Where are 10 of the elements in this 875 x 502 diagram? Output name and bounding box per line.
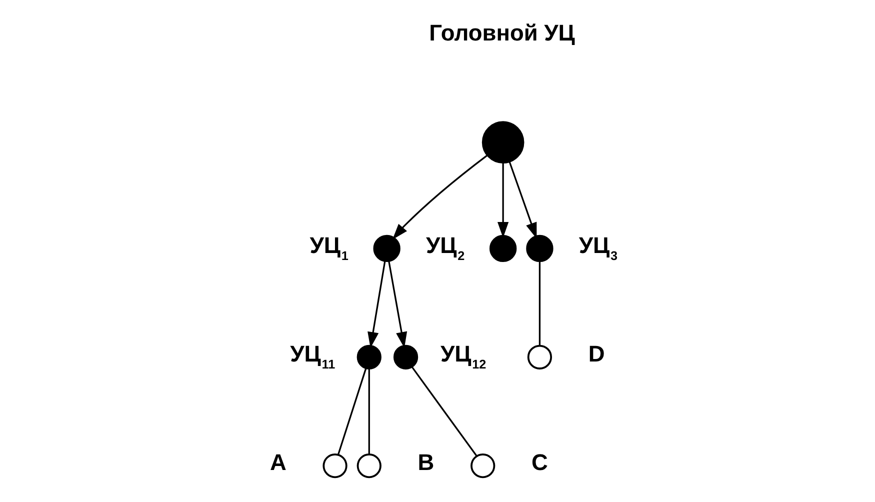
- node-label: УЦ$_{3}$: [578, 232, 617, 263]
- node-label: УЦ$_{1}$: [309, 232, 348, 263]
- node-label: A: [269, 449, 286, 476]
- node-label: УЦ$_{2}$: [425, 232, 464, 263]
- node-label: D: [588, 340, 604, 366]
- node-label: Головной УЦ: [428, 20, 574, 46]
- node-label: B: [417, 449, 434, 476]
- node-label: C: [531, 449, 548, 476]
- node-label: УЦ$_{12}$: [440, 340, 486, 372]
- node-label: УЦ$_{11}$: [290, 340, 335, 372]
